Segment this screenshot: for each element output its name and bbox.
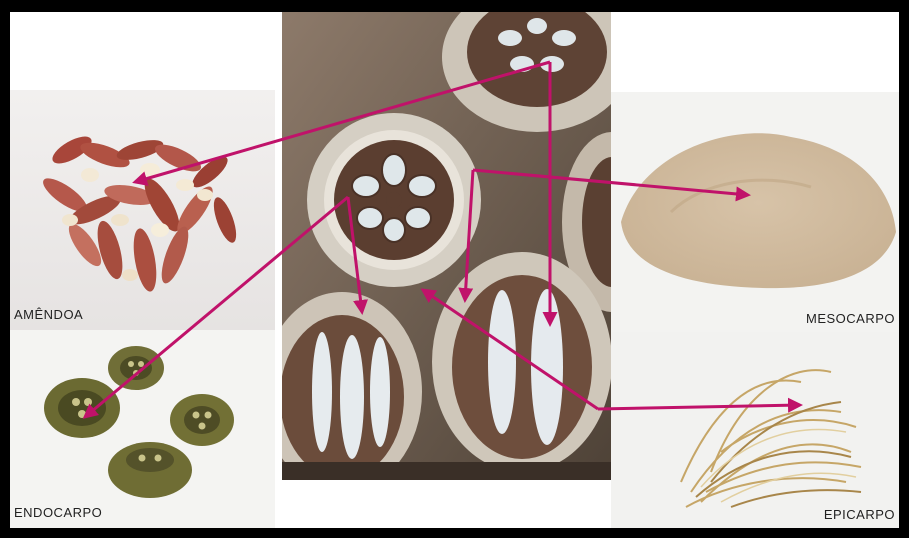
babassu-fruit-cross-section — [282, 12, 611, 480]
amendoa-photo: AMÊNDOA — [10, 90, 275, 330]
endocarpo-label: ENDOCARPO — [14, 505, 102, 520]
endocarpo-photo: ENDOCARPO — [10, 330, 275, 528]
diagram-frame: AMÊNDOA ENDOCARPO — [10, 12, 899, 528]
mesocarpo-photo: MESOCARPO — [611, 92, 899, 332]
amendoa-label: AMÊNDOA — [14, 307, 83, 322]
epicarpo-photo: EPICARPO — [611, 332, 899, 528]
epicarpo-label: EPICARPO — [824, 507, 895, 522]
mesocarpo-label: MESOCARPO — [806, 311, 895, 326]
